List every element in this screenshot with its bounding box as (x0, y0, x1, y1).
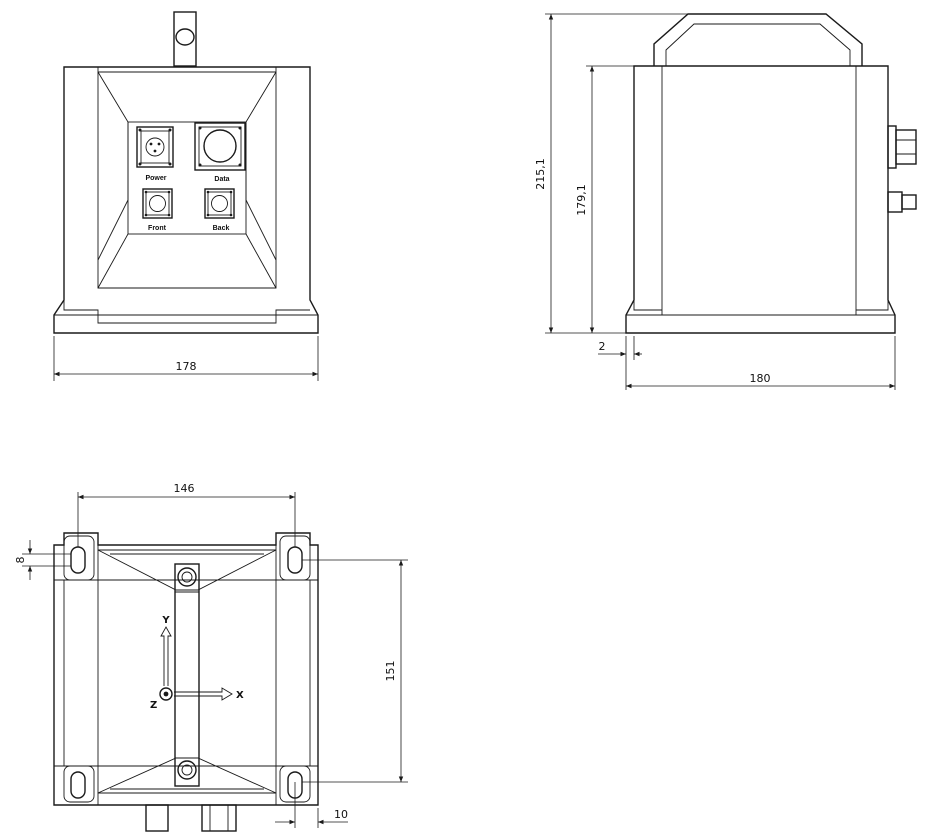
hole-spacing-y-dim-value: 151 (384, 661, 397, 682)
body-height-dimension: 179,1 (575, 65, 634, 333)
carry-handle (653, 13, 863, 66)
hole-spacing-x-dimension: 146 (77, 482, 296, 547)
side-housing (625, 65, 896, 334)
bottom-bolt (177, 760, 197, 780)
edge-offset-dimension: 10 (275, 782, 348, 828)
offset-dim-value: 2 (599, 340, 606, 353)
front-connector (142, 188, 173, 219)
body-height-dim-value: 179,1 (575, 184, 588, 216)
width-dimension: 178 (53, 336, 319, 381)
top-view-connectors (145, 804, 237, 832)
front-view: Power Data Front (53, 11, 319, 381)
power-connector (136, 126, 174, 168)
depth-dim-value: 180 (750, 372, 771, 385)
offset-dimension: 2 (598, 336, 642, 390)
handle-stub (173, 11, 197, 67)
depth-dimension: 180 (626, 336, 896, 390)
front-housing (53, 66, 319, 334)
data-connector (194, 122, 246, 171)
coordinate-axes: Y X Z (150, 615, 244, 711)
x-axis-label: X (236, 690, 244, 701)
total-height-dim-value: 215,1 (534, 158, 547, 190)
width-dim-value: 178 (176, 360, 197, 373)
back-connector (204, 188, 235, 219)
y-axis-label: Y (161, 615, 170, 626)
data-label: Data (214, 176, 229, 183)
slot-width-dimension: 8 (14, 540, 71, 580)
front-label: Front (148, 225, 167, 232)
top-bolt (177, 567, 197, 587)
center-spine (174, 563, 200, 787)
z-axis-label: Z (150, 700, 157, 711)
edge-offset-dim-value: 10 (334, 808, 348, 821)
slot-width-dim-value: 8 (14, 557, 27, 564)
hole-spacing-x-dim-value: 146 (174, 482, 195, 495)
mounting-slot-bl (63, 765, 95, 803)
side-view: 215,1 179,1 2 180 (534, 13, 917, 390)
top-view: Y X Z 146 8 151 (14, 482, 408, 832)
back-label: Back (213, 225, 230, 232)
total-height-dimension: 215,1 (534, 13, 688, 334)
side-connectors (887, 125, 917, 213)
power-label: Power (145, 175, 166, 182)
hole-spacing-y-dimension: 151 (302, 559, 408, 783)
